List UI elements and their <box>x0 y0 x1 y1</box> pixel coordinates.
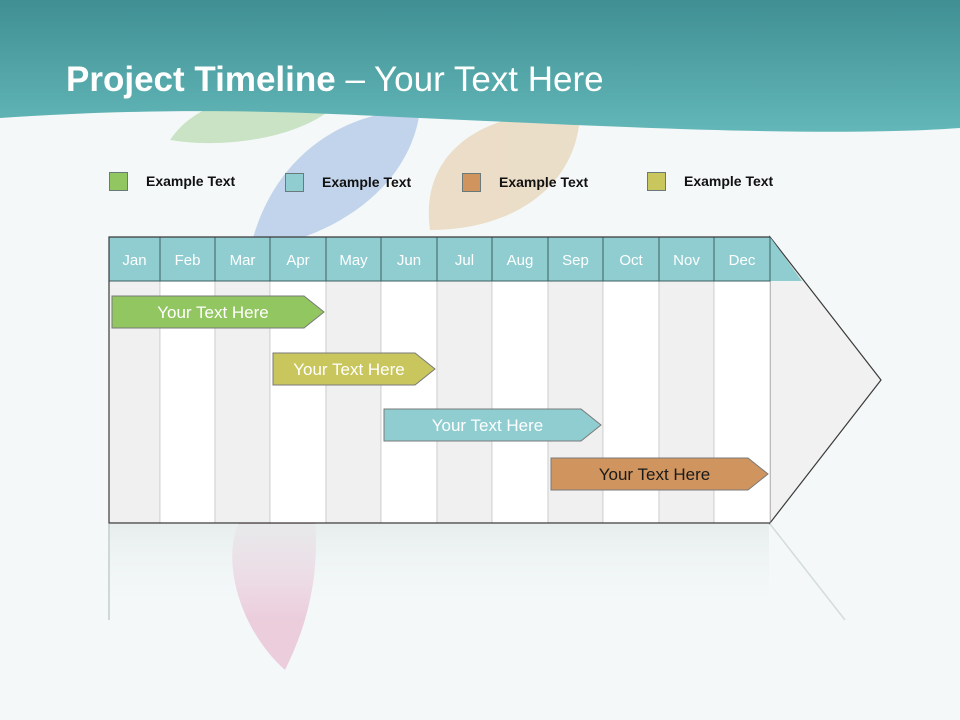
month-header-cell <box>547 236 604 282</box>
task-label: Your Text Here <box>599 465 711 484</box>
task-label: Your Text Here <box>157 303 269 322</box>
month-header-cell <box>658 236 715 282</box>
legend-swatch <box>462 172 481 192</box>
month-header-cell <box>713 236 771 282</box>
month-label: Nov <box>673 252 700 269</box>
month-column <box>325 280 382 524</box>
task-bar <box>272 352 436 386</box>
month-header-cell <box>436 236 493 282</box>
task-label: Your Text Here <box>293 360 405 379</box>
month-label: Jul <box>455 252 474 269</box>
month-header-cell <box>380 236 438 282</box>
title-bold: Project Timeline <box>66 60 336 99</box>
arrow-header-corner <box>770 237 802 281</box>
month-label: Apr <box>286 252 309 269</box>
month-label: Mar <box>230 252 256 269</box>
month-label: Sep <box>562 252 589 269</box>
legend-label: Example Text <box>146 173 236 189</box>
month-label: Oct <box>619 252 643 269</box>
month-label: Feb <box>175 252 201 269</box>
legend-item: Example Text <box>462 172 588 192</box>
task-label: Your Text Here <box>432 416 544 435</box>
legend-item: Example Text <box>647 171 773 191</box>
timeline-reflection <box>109 524 769 620</box>
task-bar <box>550 457 769 491</box>
month-column <box>491 280 549 524</box>
month-label: Dec <box>729 252 756 269</box>
task-bar <box>383 408 602 442</box>
month-column <box>436 280 493 524</box>
month-label: Jan <box>122 252 146 269</box>
legend-item: Example Text <box>109 171 235 191</box>
task-bar <box>111 295 325 329</box>
month-header-cell <box>491 236 549 282</box>
legend-label: Example Text <box>322 174 412 190</box>
legend-swatch <box>285 172 304 192</box>
legend-swatch <box>647 171 666 191</box>
legend-label: Example Text <box>684 173 774 189</box>
month-label: Aug <box>507 252 534 269</box>
title-rest: – Your Text Here <box>335 60 604 99</box>
legend-item: Example Text <box>285 172 411 192</box>
page-title: Project Timeline – Your Text Here <box>66 60 604 100</box>
legend-swatch <box>109 171 128 191</box>
month-label: Jun <box>397 252 421 269</box>
header-band <box>0 0 960 132</box>
timeline-frame <box>108 236 770 524</box>
month-header-cell <box>602 236 660 282</box>
month-header-cell <box>269 236 327 282</box>
month-label: May <box>339 252 368 269</box>
month-header-cell <box>325 236 382 282</box>
reflection-edge <box>769 523 846 621</box>
legend-label: Example Text <box>499 174 589 190</box>
month-column <box>380 280 438 524</box>
